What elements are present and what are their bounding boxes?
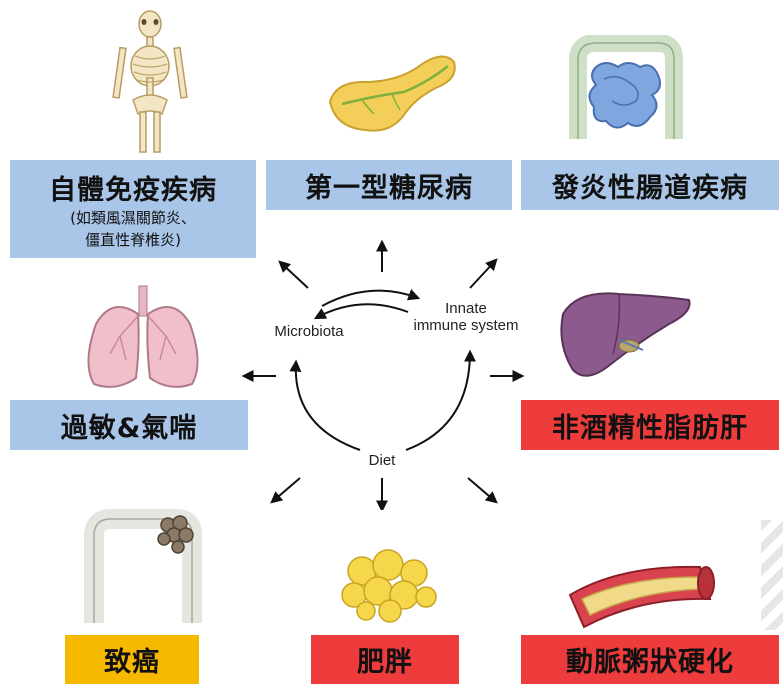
arrow-diet-to-microbiota <box>296 362 360 450</box>
atherosclerosis-box: 動脈粥狀硬化 <box>521 635 779 684</box>
pancreas-icon <box>322 42 462 137</box>
colon-tumor-icon <box>80 505 210 630</box>
innate-immune-line2: immune system <box>396 317 536 334</box>
type1-diabetes-box: 第一型糖尿病 <box>266 160 512 210</box>
autoimmune-note-1: (如類風濕關節炎、 <box>70 207 196 229</box>
fat-cells-icon <box>338 543 438 623</box>
arrow-to-atherosclerosis <box>468 478 496 502</box>
microbiota-label: Microbiota <box>262 323 356 340</box>
arrow-to-autoimmune <box>280 262 308 288</box>
arrow-to-ibd <box>470 260 496 288</box>
obesity-box: 肥胖 <box>311 635 459 684</box>
ibd-box: 發炎性腸道疾病 <box>521 160 779 210</box>
liver-icon <box>557 284 695 384</box>
skeleton-icon <box>100 8 200 156</box>
nafld-box: 非酒精性脂肪肝 <box>521 400 779 450</box>
lungs-icon <box>82 284 204 392</box>
diet-label: Diet <box>352 452 412 469</box>
allergy-asthma-box: 過敏&氣喘 <box>10 400 248 450</box>
innate-immune-label: Innate immune system <box>396 300 536 334</box>
arrow-immune-to-microbiota <box>316 304 408 318</box>
interaction-diagram <box>230 240 560 510</box>
intestine-icon <box>566 35 686 153</box>
arrow-diet-to-immune <box>406 352 470 450</box>
watermark-stripes <box>761 520 783 630</box>
artery-plaque-icon <box>560 555 720 630</box>
autoimmune-note-2: 僵直性脊椎炎) <box>85 229 181 251</box>
arrow-to-cancer <box>272 478 300 502</box>
autoimmune-box: 自體免疫疾病 (如類風濕關節炎、 僵直性脊椎炎) <box>10 160 256 258</box>
cancer-box: 致癌 <box>65 635 199 684</box>
autoimmune-title: 自體免疫疾病 <box>49 168 217 207</box>
innate-immune-line1: Innate <box>396 300 536 317</box>
